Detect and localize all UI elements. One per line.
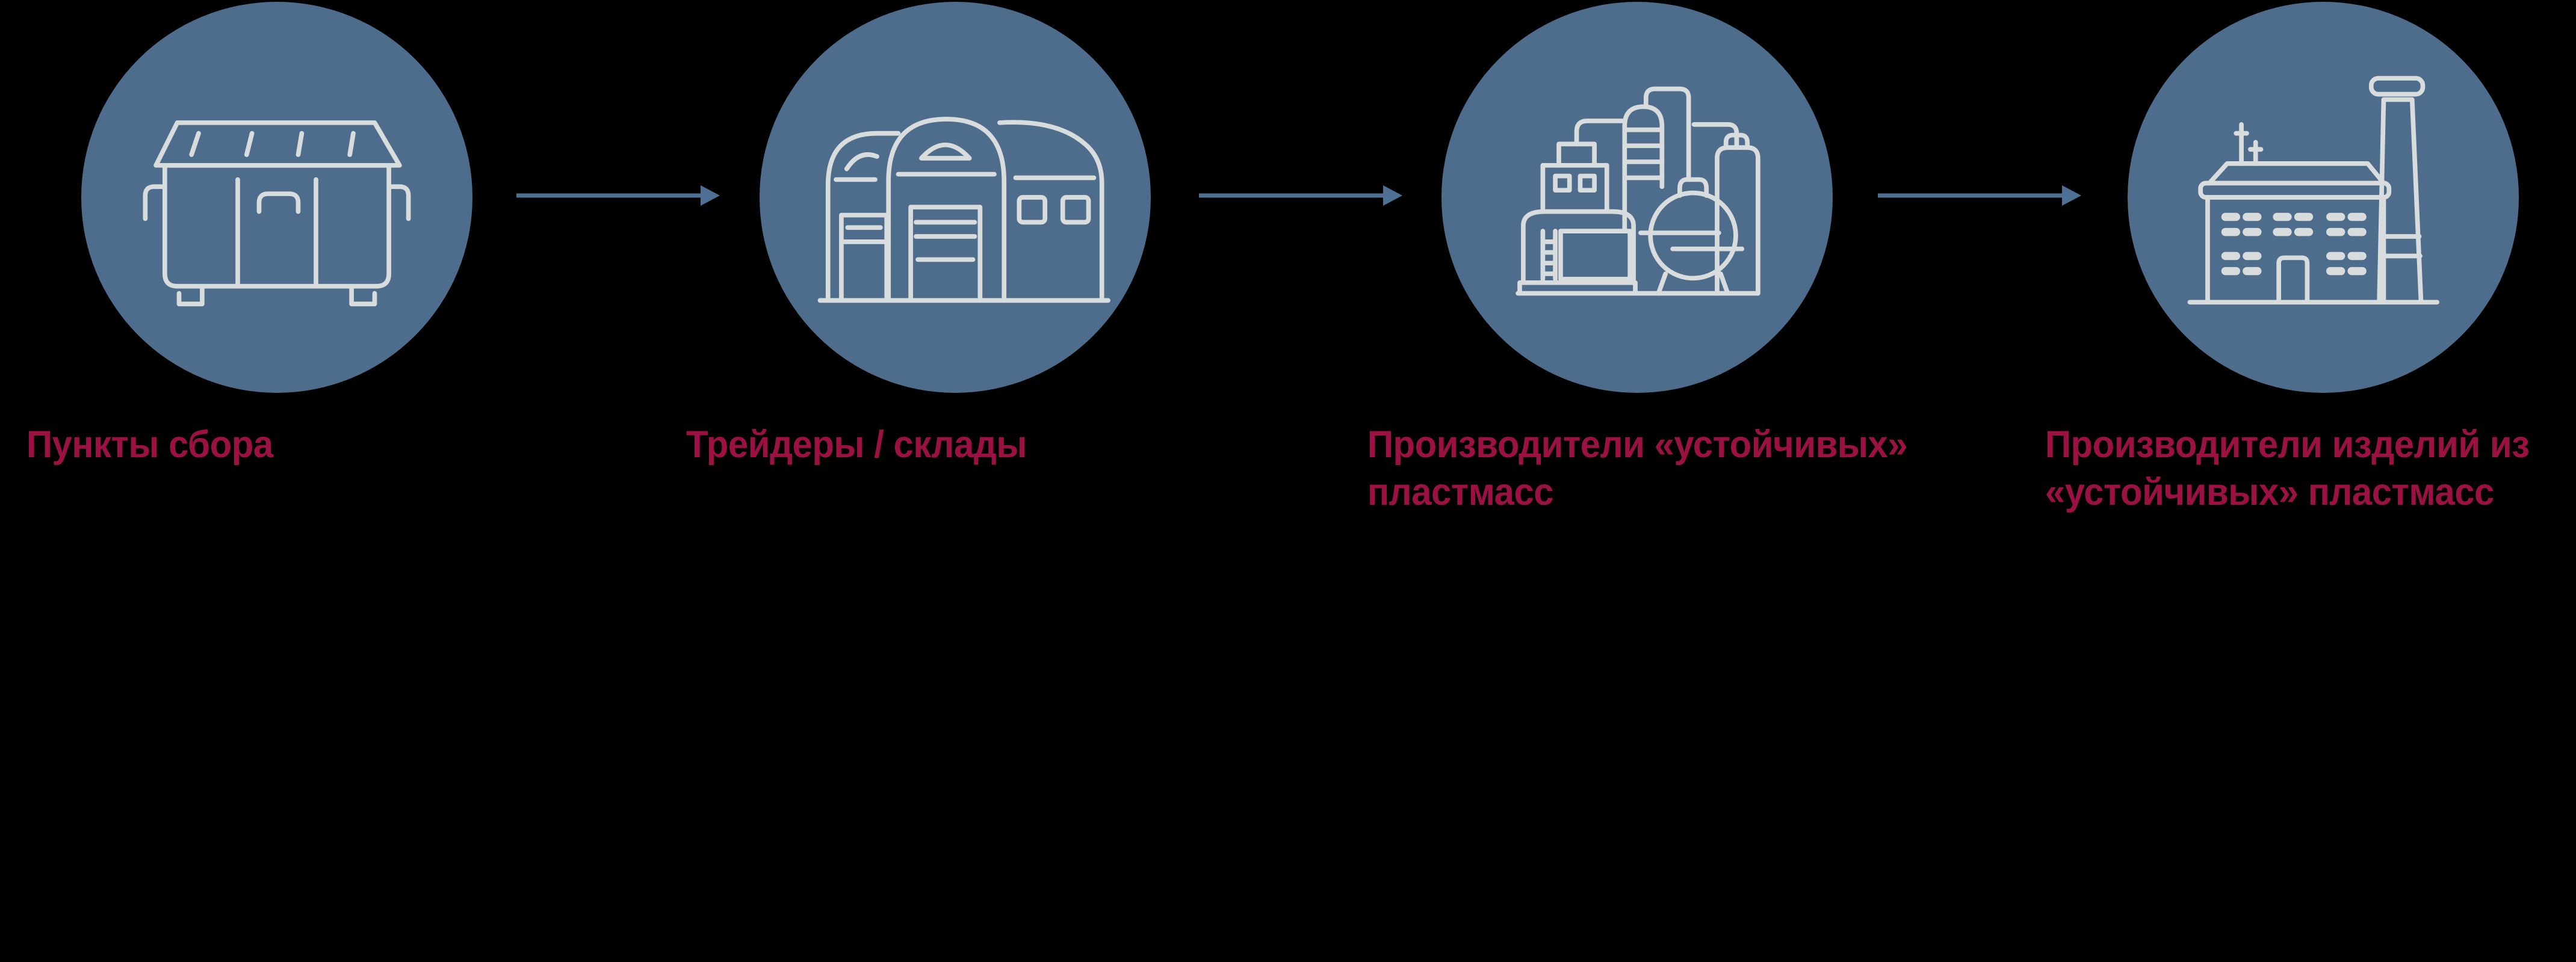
warehouse-icon (817, 117, 1110, 303)
step-circle-collection-points (81, 2, 472, 393)
step-circle-products-producers (2128, 2, 2519, 393)
dumpster-icon (143, 120, 411, 307)
arrow-right-icon (1878, 185, 2081, 206)
step-label-plastics-producers: Производители «устойчивых» пластмасс (1367, 424, 1908, 513)
chemical-plant-icon (1516, 86, 1760, 296)
arrow-right-icon (516, 185, 720, 206)
step-label-collection-points: Пункты сбора (26, 424, 273, 466)
step-circle-plastics-producers (1441, 2, 1833, 393)
factory-icon (2187, 76, 2439, 305)
arrow-right-icon (1199, 185, 1402, 206)
step-label-traders-warehouses: Трейдеры / склады (686, 424, 1027, 466)
step-circle-traders-warehouses (760, 2, 1151, 393)
step-label-products-producers: Производители изделий из «устойчивых» пл… (2045, 424, 2530, 513)
